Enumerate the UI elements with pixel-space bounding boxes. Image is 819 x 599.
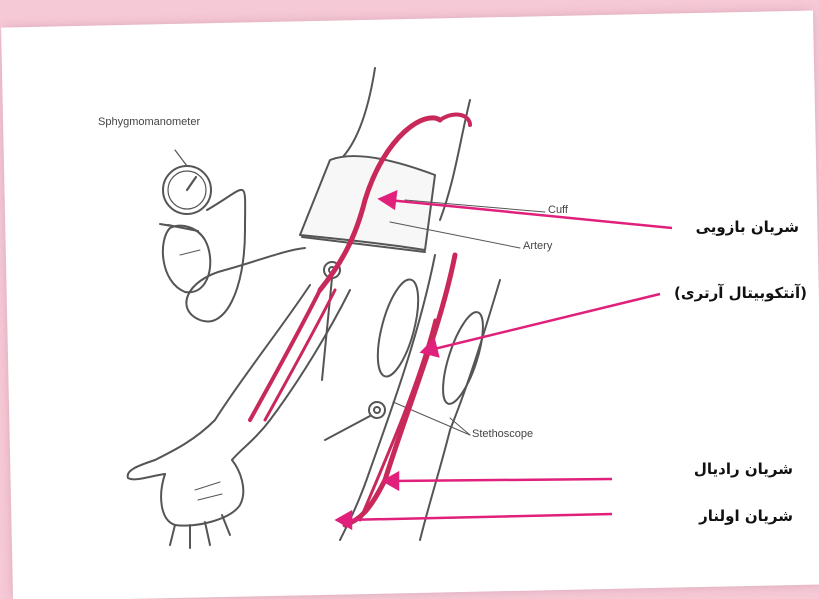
sphygmomanometer-gauge-icon: [163, 150, 211, 214]
label-stethoscope: Stethoscope: [472, 428, 533, 440]
cuff: [300, 156, 435, 252]
label-ulnar-artery: شریان اولنار: [699, 507, 793, 525]
label-brachial-artery: شریان بازویی: [696, 218, 799, 236]
forearm-outline: [155, 285, 310, 460]
stethoscope-head-icon: [322, 262, 385, 440]
second-arm-outline: [340, 255, 435, 540]
label-sphygmomanometer: Sphygmomanometer: [98, 116, 200, 128]
pump-bulb-icon: [160, 224, 210, 292]
tubing: [186, 190, 305, 322]
stethoscope-ring-right: [435, 308, 491, 408]
upper-arm-outline: [340, 68, 375, 160]
label-artery: Artery: [523, 240, 552, 252]
label-antecubital: (آنتکوبیتال آرتری): [674, 284, 807, 302]
label-cuff: Cuff: [548, 204, 568, 216]
label-radial-artery: شریان رادیال: [694, 460, 793, 478]
hand: [128, 460, 244, 548]
